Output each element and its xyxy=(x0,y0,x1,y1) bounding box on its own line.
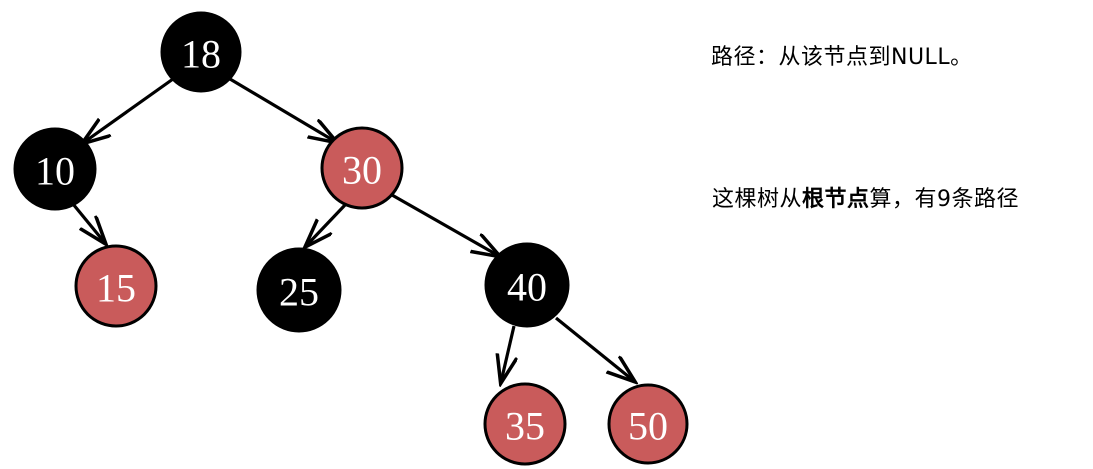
tree-edges xyxy=(71,77,634,382)
edge-10-15 xyxy=(71,202,105,243)
node-label-30: 30 xyxy=(342,148,382,193)
node-label-35: 35 xyxy=(505,404,545,449)
node-label-18: 18 xyxy=(181,32,221,77)
tree-node-50[interactable]: 50 xyxy=(607,383,689,465)
node-circle-50[interactable] xyxy=(607,383,689,465)
node-circle-40[interactable] xyxy=(484,242,570,328)
edge-30-40 xyxy=(391,193,499,256)
tree-node-18[interactable]: 18 xyxy=(160,11,242,93)
tree-node-35[interactable]: 35 xyxy=(483,382,567,466)
edge-18-30 xyxy=(229,77,336,142)
node-circle-18[interactable] xyxy=(160,11,242,93)
node-circle-10[interactable] xyxy=(13,127,97,211)
tree-node-15[interactable]: 15 xyxy=(74,244,158,328)
edge-30-25 xyxy=(306,203,347,246)
node-circle-15[interactable] xyxy=(74,244,158,328)
node-label-10: 10 xyxy=(35,149,75,194)
node-label-50: 50 xyxy=(628,404,668,449)
node-label-25: 25 xyxy=(279,270,319,315)
node-circle-30[interactable] xyxy=(320,126,404,210)
node-circle-25[interactable] xyxy=(256,247,342,333)
edge-40-35 xyxy=(501,325,514,382)
tree-node-25[interactable]: 25 xyxy=(256,247,342,333)
tree-node-40[interactable]: 40 xyxy=(484,242,570,328)
tree-node-10[interactable]: 10 xyxy=(13,127,97,211)
edge-18-10 xyxy=(83,77,174,143)
node-label-40: 40 xyxy=(507,265,547,310)
node-circle-35[interactable] xyxy=(483,382,567,466)
edge-40-50 xyxy=(554,316,634,381)
tree-node-30[interactable]: 30 xyxy=(320,126,404,210)
node-label-15: 15 xyxy=(96,266,136,311)
tree-nodes: 18 10 30 15 25 40 xyxy=(13,11,689,466)
